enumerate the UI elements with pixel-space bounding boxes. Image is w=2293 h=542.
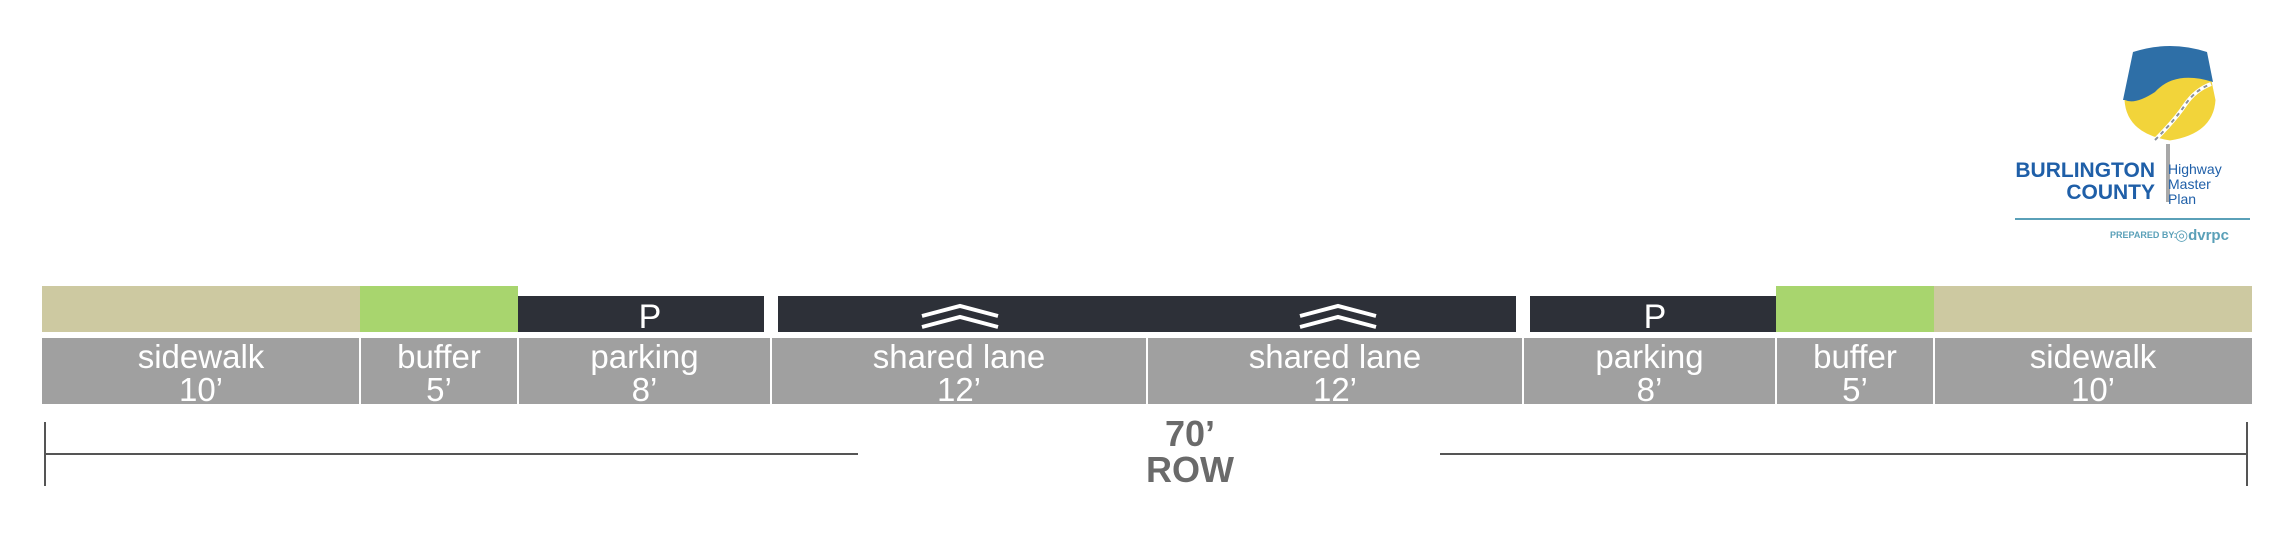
segment-name: parking	[1595, 338, 1704, 375]
logo-sub-3: Plan	[2168, 191, 2197, 207]
segment-buffer-left: buffer 5’	[360, 338, 518, 408]
segment-width: 8’	[1636, 371, 1663, 408]
segment-shared-lane-left: shared lane 12’	[771, 338, 1147, 408]
logo-org-name: dvrpc	[2188, 227, 2229, 244]
segment-name: shared lane	[872, 338, 1046, 375]
segment-width: 10’	[2070, 371, 2116, 408]
logo-rule	[2015, 218, 2250, 220]
segment-width: 10’	[178, 371, 224, 408]
row-width-value: 70’	[1164, 413, 1216, 454]
segment-width: 5’	[426, 371, 452, 408]
logo-sub-2: Master	[2168, 176, 2211, 192]
logo-line-2: COUNTY	[2066, 181, 2155, 204]
segment-divider	[770, 338, 772, 404]
buffer-right-surface	[1776, 286, 1934, 332]
sharrow-chevron-icon	[921, 303, 999, 329]
row-dimension-line-left	[44, 453, 858, 455]
parking-left-surface	[518, 296, 764, 332]
row-dimension-tick-right	[2246, 422, 2248, 486]
segment-divider	[1933, 338, 1935, 404]
segment-width: 8’	[631, 371, 658, 408]
dvrpc-icon: ◎	[2175, 227, 2189, 244]
logo-sub-1: Highway	[2168, 161, 2222, 177]
sharrow-chevron-icon	[1299, 303, 1377, 329]
burlington-county-logo: BURLINGTON COUNTY Highway Master Plan PR…	[2005, 40, 2255, 260]
segment-parking-left: parking 8’	[518, 338, 771, 408]
segment-shared-lane-right: shared lane 12’	[1147, 338, 1523, 408]
segment-parking-right: parking 8’	[1523, 338, 1776, 408]
sidewalk-right-surface	[1934, 286, 2252, 332]
segment-name: sidewalk	[2029, 338, 2157, 375]
segment-width: 12’	[1312, 371, 1358, 408]
segment-divider	[1146, 338, 1148, 404]
segment-sidewalk-right: sidewalk 10’	[1934, 338, 2252, 408]
parking-symbol-right: P	[1643, 298, 1667, 336]
segment-buffer-right: buffer 5’	[1776, 338, 1934, 408]
segment-name: buffer	[1813, 338, 1897, 375]
logo-prepared-by: PREPARED BY:	[2110, 230, 2177, 240]
row-label: ROW	[1146, 449, 1234, 490]
segment-name: buffer	[397, 338, 481, 375]
row-dimension-line-right	[1440, 453, 2248, 455]
logo-county-name: BURLINGTON COUNTY	[2015, 160, 2155, 204]
segment-width: 12’	[936, 371, 982, 408]
segment-width: 5’	[1842, 371, 1868, 408]
logo-plan-name: Highway Master Plan	[2168, 162, 2222, 207]
segment-sidewalk-left: sidewalk 10’	[42, 338, 360, 408]
buffer-left-surface	[360, 286, 518, 332]
segment-divider	[1775, 338, 1777, 404]
travel-lanes-surface	[778, 296, 1516, 332]
segment-name: shared lane	[1248, 338, 1422, 375]
parking-symbol-left: P	[638, 298, 662, 336]
segment-divider	[1522, 338, 1524, 404]
segment-divider	[517, 338, 519, 404]
highway-shield-icon	[2121, 44, 2219, 144]
logo-org: ◎dvrpc	[2175, 226, 2229, 244]
segment-divider	[359, 338, 361, 404]
parking-right-surface	[1530, 296, 1776, 332]
sidewalk-left-surface	[42, 286, 360, 332]
segment-name: parking	[590, 338, 699, 375]
logo-line-1: BURLINGTON	[2015, 159, 2155, 182]
logo-post	[2166, 144, 2170, 202]
segment-name: sidewalk	[137, 338, 265, 375]
